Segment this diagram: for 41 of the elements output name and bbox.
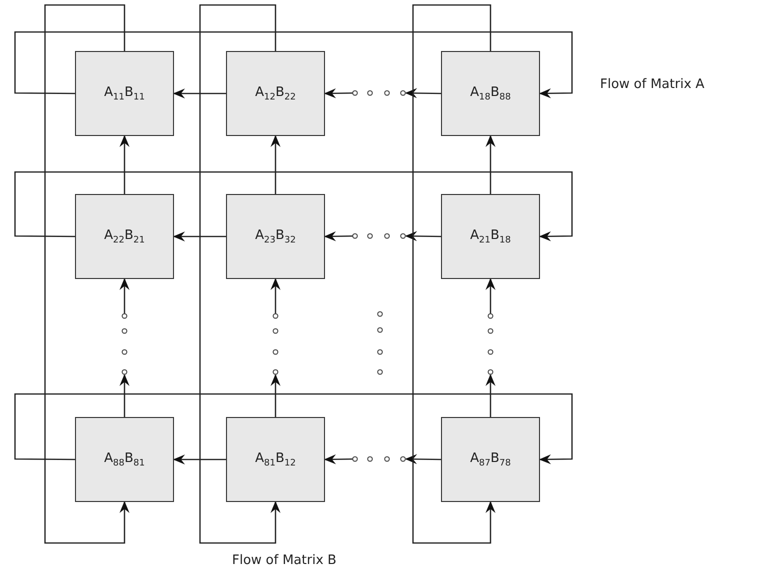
processing-element-box: [441, 194, 540, 279]
flow-label: Flow of Matrix B: [232, 553, 336, 568]
arrow: [270, 135, 280, 194]
arrow: [270, 374, 280, 417]
arrow: [173, 232, 226, 242]
arrow: [412, 4, 496, 544]
processing-element-box: [75, 194, 174, 279]
processing-element-box: [226, 194, 325, 279]
element-label: A$_{22}$B$_{21}$: [104, 228, 145, 246]
arrow: [486, 278, 496, 316]
arrow: [405, 231, 441, 242]
arrow: [14, 393, 573, 464]
processing-element-box: [75, 51, 174, 136]
processing-element-box: [441, 51, 540, 136]
element-label: A$_{21}$B$_{18}$: [470, 228, 511, 246]
arrow: [405, 88, 441, 98]
element-label: A$_{88}$B$_{81}$: [104, 450, 145, 468]
element-label: A$_{18}$B$_{88}$: [470, 84, 511, 102]
flow-label: Flow of Matrix A: [600, 77, 704, 92]
arrow: [199, 4, 280, 544]
arrow: [120, 135, 130, 194]
processing-element-box: [226, 51, 325, 136]
arrow: [486, 135, 496, 194]
arrow: [486, 374, 496, 417]
element-label: A$_{23}$B$_{32}$: [255, 228, 296, 246]
element-label: A$_{87}$B$_{78}$: [470, 450, 511, 468]
element-label: A$_{81}$B$_{12}$: [255, 450, 296, 468]
arrow: [405, 454, 441, 464]
arrow: [44, 4, 130, 544]
arrow: [173, 88, 226, 98]
arrow: [14, 31, 573, 98]
processing-element-box: [441, 417, 540, 502]
arrow: [120, 374, 130, 417]
element-label: A$_{12}$B$_{22}$: [255, 84, 296, 102]
processing-element-box: [226, 417, 325, 502]
processing-element-box: [75, 417, 174, 502]
arrow: [270, 278, 280, 316]
arrow: [173, 454, 226, 464]
element-label: A$_{11}$B$_{11}$: [104, 84, 145, 102]
arrow: [120, 278, 130, 316]
arrow: [14, 171, 573, 242]
